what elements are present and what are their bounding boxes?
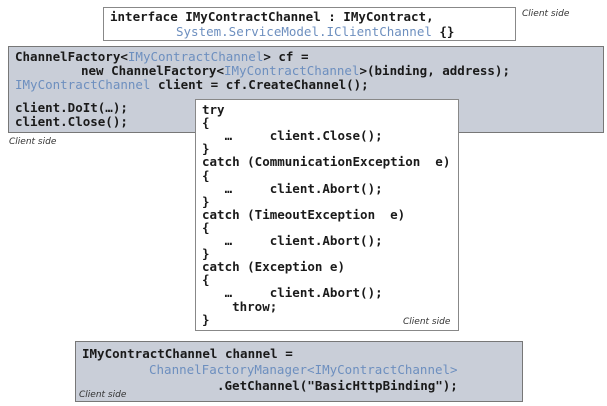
try-catch-caption: Client side [403, 317, 451, 327]
factory-line-2-b: >(binding, address); [359, 63, 510, 78]
channel-factory-box: ChannelFactory<IMyContractChannel> cf = … [8, 46, 604, 133]
try-catch-line: } [202, 311, 210, 327]
try-catch-line: { [202, 272, 210, 288]
interface-caption: Client side [522, 9, 570, 19]
try-catch-line: } [202, 141, 210, 157]
try-catch-line: catch (TimeoutException e) [202, 206, 406, 222]
interface-line-1: interface IMyContractChannel : IMyContra… [110, 9, 434, 24]
factory-caption: Client side [9, 137, 57, 147]
factory-line-3-b: client = cf.CreateChannel(); [150, 77, 369, 92]
manager-caption: Client side [79, 390, 127, 400]
try-catch-line: } [202, 246, 210, 262]
try-catch-line: … client.Abort(); [202, 233, 383, 248]
factory-line-1: ChannelFactory<IMyContractChannel> cf = [15, 49, 309, 64]
factory-line-4: client.DoIt(…); [15, 100, 128, 115]
interface-line-2-rest: {} [431, 24, 455, 39]
manager-line-3: .GetChannel("BasicHttpBinding"); [217, 378, 458, 393]
factory-line-3-type: IMyContractChannel [15, 77, 151, 92]
try-catch-line: } [202, 193, 210, 209]
try-catch-line: throw; [202, 298, 278, 314]
factory-line-1-b: > cf = [263, 49, 309, 64]
interface-declaration-box: interface IMyContractChannel : IMyContra… [103, 7, 516, 41]
factory-line-2-a: new ChannelFactory< [81, 63, 224, 78]
try-catch-line: catch (CommunicationException e) [202, 154, 451, 170]
interface-base-type: System.ServiceModel.IClientChannel [176, 24, 432, 39]
manager-line-1: IMyContractChannel channel = [82, 346, 293, 361]
factory-line-2-type: IMyContractChannel [224, 63, 360, 78]
try-catch-line: … client.Abort(); [202, 285, 383, 301]
try-catch-line: … client.Abort(); [202, 180, 383, 196]
try-catch-line: { [202, 115, 210, 131]
manager-line-2: ChannelFactoryManager<IMyContractChannel… [149, 362, 458, 377]
factory-line-5: client.Close(); [15, 114, 128, 129]
factory-line-1-type: IMyContractChannel [127, 49, 264, 64]
try-catch-box: try{ … client.Close();}catch (Communicat… [195, 99, 459, 331]
factory-line-1-a: ChannelFactory< [15, 49, 128, 64]
try-catch-line: catch (Exception e) [202, 259, 345, 275]
factory-line-3: IMyContractChannel client = cf.CreateCha… [15, 77, 369, 92]
try-catch-line: { [202, 219, 210, 235]
try-catch-line: { [202, 167, 210, 183]
factory-line-2: new ChannelFactory<IMyContractChannel>(b… [81, 63, 510, 78]
try-catch-line: … client.Close(); [202, 128, 383, 144]
channel-factory-manager-box: IMyContractChannel channel = ChannelFact… [75, 341, 523, 402]
try-catch-line: try [202, 102, 225, 117]
interface-line-2: System.ServiceModel.IClientChannel {} [176, 24, 454, 39]
